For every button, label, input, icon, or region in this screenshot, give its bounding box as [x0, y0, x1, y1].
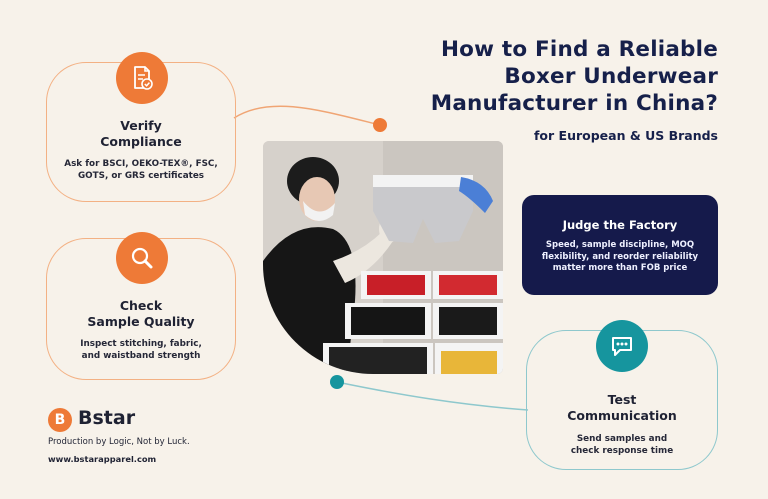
connector-dot-orange: [373, 118, 387, 132]
brand-name: Bstar: [78, 407, 136, 429]
headline-line-1: How to Find a Reliable: [440, 37, 718, 62]
card-sample-desc: Inspect stitching, fabric, and waistband…: [80, 339, 202, 361]
headline-line-3: Manufacturer in China?: [430, 91, 718, 116]
headline-line-2: Boxer Underwear: [504, 64, 718, 89]
headline: How to Find a Reliable Boxer Underwear M…: [298, 36, 718, 117]
document-check-icon: [116, 52, 168, 104]
card-judge-factory: Judge the Factory Speed, sample discipli…: [522, 195, 718, 295]
card-sample-title: Check Sample Quality: [87, 298, 195, 329]
brand-logo-icon: B: [48, 408, 72, 432]
card-compliance-title: Verify Compliance: [100, 118, 182, 149]
card-communication-title: Test Communication: [567, 392, 677, 423]
card-factory-title: Judge the Factory: [562, 218, 678, 232]
factory-inspection-photo: [263, 141, 503, 374]
connector-dot-teal: [330, 375, 344, 389]
card-factory-desc: Speed, sample discipline, MOQ flexibilit…: [541, 240, 699, 273]
connector-line-bottom: [336, 381, 529, 411]
connector-line-top: [233, 105, 381, 126]
card-communication-desc: Send samples and check response time: [570, 434, 674, 456]
magnifier-icon: [116, 232, 168, 284]
chat-bubble-icon: [596, 320, 648, 372]
card-compliance-desc: Ask for BSCI, OEKO-TEX®, FSC, GOTS, or G…: [64, 159, 218, 181]
brand-website: www.bstarapparel.com: [48, 454, 157, 464]
brand-tagline: Production by Logic, Not by Luck.: [48, 437, 190, 447]
headline-subtitle: for European & US Brands: [533, 128, 718, 143]
